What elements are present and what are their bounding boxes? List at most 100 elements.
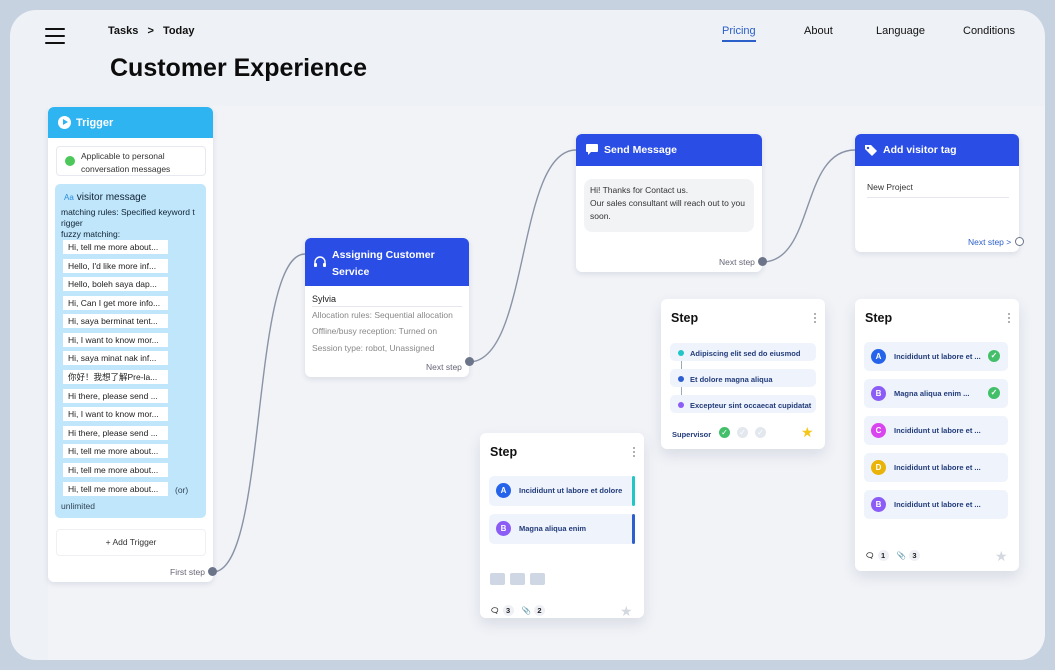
- card-meta: 🗨3 📎2: [490, 605, 545, 616]
- timeline-dot: [678, 350, 684, 356]
- text-type-icon: Aa: [64, 193, 74, 202]
- applicable-option[interactable]: Applicable to personal conversation mess…: [56, 146, 206, 176]
- keyword-phrase[interactable]: Hi, tell me more about...: [63, 240, 168, 254]
- keyword-phrase[interactable]: Hi, tell me more about...: [63, 444, 168, 458]
- next-step-connector[interactable]: [465, 357, 474, 366]
- comment-icon[interactable]: 🗨: [490, 606, 500, 615]
- chat-status-icon: [65, 156, 75, 166]
- visitor-tag-header: Add visitor tag: [855, 134, 1019, 166]
- avatar: B: [871, 386, 886, 401]
- more-options-icon[interactable]: [633, 447, 636, 459]
- image-thumbnail-icon[interactable]: [490, 573, 505, 585]
- next-step-label: Next step: [426, 362, 462, 372]
- matching-rules: matching rules: Specified keyword t rigg…: [61, 207, 206, 240]
- assign-header: Assigning Customer Service: [305, 238, 469, 286]
- visitor-tag-node[interactable]: Add visitor tag New Project Next step >: [855, 134, 1019, 252]
- app-frame: Tasks > Today Customer Experience Pricin…: [10, 10, 1045, 660]
- allocation-rules: Allocation rules: Sequential allocation: [312, 310, 453, 320]
- breadcrumb-tasks[interactable]: Tasks: [108, 25, 139, 37]
- step-row[interactable]: C Incididunt ut labore et ...: [864, 416, 1008, 445]
- step-row[interactable]: A Incididunt ut labore et dolore: [489, 476, 635, 506]
- step-card[interactable]: Step A Incididunt ut labore et dolore B …: [480, 433, 644, 619]
- keyword-phrase[interactable]: Hi, tell me more about...: [63, 482, 168, 496]
- keyword-phrase[interactable]: Hi, tell me more about...: [63, 463, 168, 477]
- nav-pricing[interactable]: Pricing: [722, 25, 756, 42]
- first-step-label: First step: [170, 567, 205, 577]
- step-title: Step: [490, 445, 518, 459]
- next-step-label: Next step: [719, 257, 755, 267]
- check-icon[interactable]: ✓: [737, 427, 748, 438]
- step-row[interactable]: B Incididunt ut labore et ...: [864, 490, 1008, 519]
- trigger-node[interactable]: Trigger Applicable to personal conversat…: [48, 107, 213, 582]
- timeline-item[interactable]: Adipiscing elit sed do eiusmod: [670, 343, 816, 361]
- session-type: Session type: robot, Unassigned: [312, 343, 435, 353]
- keyword-phrase[interactable]: 你好！我想了解Pre-la...: [63, 370, 168, 384]
- check-icon[interactable]: ✓: [755, 427, 766, 438]
- assign-service-node[interactable]: Assigning Customer Service Sylvia Alloca…: [305, 238, 469, 377]
- trigger-header: Trigger: [48, 107, 213, 138]
- nav-conditions[interactable]: Conditions: [963, 25, 1015, 37]
- image-thumbnail-icon[interactable]: [530, 573, 545, 585]
- breadcrumb-today[interactable]: Today: [162, 25, 195, 37]
- menu-icon[interactable]: [45, 28, 65, 44]
- keyword-phrase[interactable]: Hi, saya minat nak inf...: [63, 351, 168, 365]
- keyword-phrase[interactable]: Hi there, please send ...: [63, 426, 168, 440]
- star-icon[interactable]: ★: [995, 548, 1008, 564]
- tag-project[interactable]: New Project: [867, 182, 1009, 198]
- step-row[interactable]: D Incididunt ut labore et ...: [864, 453, 1008, 482]
- rules-line1: matching rules: Specified keyword t: [61, 207, 195, 217]
- trigger-title: Trigger: [76, 116, 114, 129]
- send-message-title: Send Message: [604, 144, 677, 156]
- headset-icon: [314, 256, 326, 267]
- keyword-phrase[interactable]: Hi, I want to know mor...: [63, 407, 168, 421]
- check-icon[interactable]: ✓: [719, 427, 730, 438]
- nav-about[interactable]: About: [804, 25, 833, 37]
- attachment-count: 2: [533, 605, 545, 616]
- keyword-phrase[interactable]: Hi there, please send ...: [63, 389, 168, 403]
- timeline-item[interactable]: Et dolore magna aliqua: [670, 369, 816, 387]
- next-step-link[interactable]: Next step >: [968, 237, 1012, 247]
- avatar: A: [496, 483, 511, 498]
- check-icon[interactable]: ✓: [988, 387, 1000, 399]
- keyword-phrase[interactable]: Hello, boleh saya dap...: [63, 277, 168, 291]
- step-row-text: Incididunt ut labore et ...: [894, 463, 981, 472]
- keyword-phrase[interactable]: Hello, I'd like more inf...: [63, 259, 168, 273]
- rules-line2: rigger: [61, 218, 83, 228]
- tag-icon: [865, 145, 877, 156]
- first-step-connector[interactable]: [208, 567, 217, 576]
- or-label: (or): [175, 485, 189, 495]
- more-options-icon[interactable]: [814, 313, 817, 325]
- more-options-icon[interactable]: [1008, 313, 1011, 325]
- check-icon[interactable]: ✓: [988, 350, 1000, 362]
- step-row[interactable]: A Incididunt ut labore et ... ✓: [864, 342, 1008, 371]
- keyword-phrase[interactable]: Hi, I want to know mor...: [63, 333, 168, 347]
- unlimited-label: unlimited: [61, 501, 96, 511]
- star-icon[interactable]: ★: [620, 603, 633, 619]
- step-row[interactable]: B Magna aliqua enim: [489, 514, 635, 544]
- step-card[interactable]: Step A Incididunt ut labore et ... ✓ B M…: [855, 299, 1019, 571]
- message-line1: Hi! Thanks for Contact us.: [590, 185, 689, 195]
- applicable-line2: conversation messages: [81, 164, 171, 174]
- send-message-node[interactable]: Send Message Hi! Thanks for Contact us. …: [576, 134, 762, 272]
- keyword-phrase[interactable]: Hi, saya berminat tent...: [63, 314, 168, 328]
- star-icon[interactable]: ★: [801, 424, 814, 440]
- nav-language[interactable]: Language: [876, 25, 925, 37]
- attachment-icon[interactable]: 📎: [896, 551, 906, 560]
- timeline-item[interactable]: Excepteur sint occaecat cupidatat: [670, 395, 816, 413]
- add-trigger-button[interactable]: + Add Trigger: [56, 529, 206, 556]
- step-row-text: Incididunt ut labore et ...: [894, 426, 981, 435]
- breadcrumb-separator: >: [147, 25, 154, 37]
- step-row[interactable]: B Magna aliqua enim ... ✓: [864, 379, 1008, 408]
- next-step-connector[interactable]: [1015, 237, 1024, 246]
- message-bubble: Hi! Thanks for Contact us. Our sales con…: [584, 179, 754, 232]
- step-row-text: Magna aliqua enim ...: [894, 389, 970, 398]
- rules-line3: fuzzy matching:: [61, 229, 121, 239]
- next-step-connector[interactable]: [758, 257, 767, 266]
- avatar: C: [871, 423, 886, 438]
- step-card[interactable]: Step Adipiscing elit sed do eiusmod Et d…: [661, 299, 825, 449]
- keyword-phrase[interactable]: Hi, Can I get more info...: [63, 296, 168, 310]
- comment-icon[interactable]: 🗨: [865, 551, 875, 560]
- image-thumbnail-icon[interactable]: [510, 573, 525, 585]
- attachment-icon[interactable]: 📎: [521, 606, 531, 615]
